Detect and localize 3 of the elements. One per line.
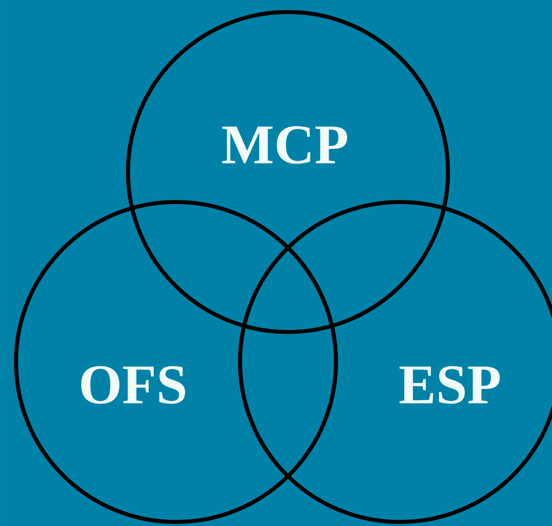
circle-label: OFS bbox=[81, 366, 186, 404]
circle-label: ESP bbox=[400, 366, 500, 404]
circle-label: MCP bbox=[222, 126, 348, 164]
